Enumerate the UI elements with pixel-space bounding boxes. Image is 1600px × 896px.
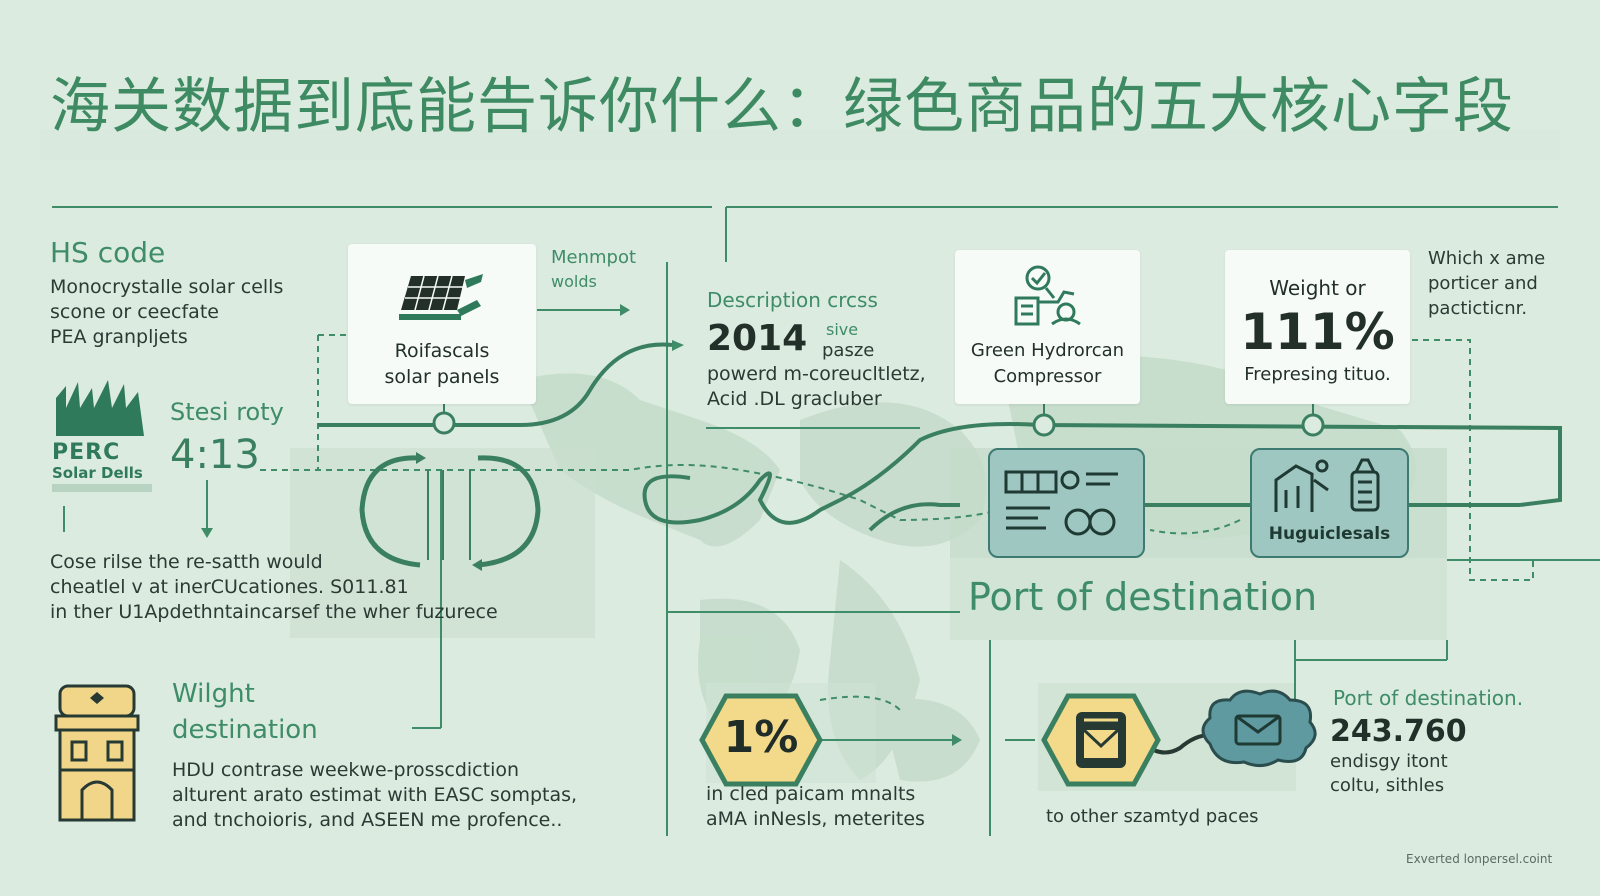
weight-sub: Frepresing tituo.	[1244, 364, 1391, 385]
port-panel	[950, 558, 1447, 640]
weight-label: Weight or	[1269, 276, 1366, 300]
document-box	[988, 448, 1145, 558]
dashed-connectors	[260, 334, 1534, 711]
hydrogen-card-line2: Compressor	[993, 366, 1102, 387]
document-icon	[1004, 470, 1118, 536]
solar-panel-icon	[399, 274, 483, 320]
weight-card: Weight or 111% Frepresing tituo.	[1225, 250, 1410, 404]
solar-card-line1: Roifascals	[394, 340, 490, 362]
flow-line	[318, 342, 1562, 532]
perc-logo: PERC Solar Dells	[52, 378, 152, 494]
mail-icon	[1041, 693, 1161, 787]
hugui-label: Huguiclesals	[1268, 524, 1391, 544]
weight-value: 111%	[1240, 303, 1395, 361]
hydrogen-card-line1: Green Hydrorcan	[970, 340, 1125, 361]
percent-text: in cled paicam mnalts aMA inNesls, meter…	[706, 783, 925, 830]
menmpot-label: Menmpot wolds	[551, 247, 637, 291]
port-heading: Port of destination	[968, 575, 1318, 619]
hs-code-text: Monocrystalle solar cells scone or ceecf…	[50, 276, 284, 348]
port-right-heading: Port of destination.	[1333, 686, 1524, 710]
hugui-box: Huguiclesals	[1250, 448, 1409, 558]
factory-chart-icon	[1274, 458, 1380, 512]
footer-credit: Exverted lonpersel.coint	[1406, 852, 1553, 866]
description-text: powerd m-coreucltletz, Acid .DL graclube…	[707, 363, 926, 410]
solar-panels-card: Roifascals solar panels	[348, 244, 536, 404]
mail-badge	[1040, 690, 1162, 790]
perc-logo-text: PERC	[52, 440, 121, 465]
connector-nodes	[432, 411, 1325, 437]
factory-icon	[56, 380, 144, 436]
solar-card-line2: solar panels	[384, 366, 500, 388]
description-value: 2014	[707, 318, 808, 359]
port-right-value: 243.760	[1330, 714, 1467, 749]
port-right-text: endisgy itont coltu, sithles	[1330, 751, 1448, 796]
cloud-mail-icon	[1196, 686, 1320, 774]
perc-logo-subtext: Solar Dells	[52, 464, 143, 482]
hydrogen-compressor-card: Green Hydrorcan Compressor	[955, 250, 1140, 404]
percent-badge: 1%	[698, 690, 824, 790]
perc-value: 4:13	[170, 432, 260, 478]
wilght-heading: Wilght destination	[172, 679, 318, 745]
guide-lines	[52, 206, 1600, 836]
to-other-text: to other szamtyd paces	[1046, 806, 1259, 827]
compressor-icon	[1014, 265, 1081, 326]
building-icon	[52, 680, 142, 834]
wilght-text: HDU contrase weekwe-prosscdiction alture…	[172, 759, 578, 831]
description-side2: pasze	[822, 340, 875, 361]
perc-label: Stesi roty	[170, 398, 284, 426]
page-title: 海关数据到底能告诉你什么：绿色商品的五大核心字段	[50, 72, 1514, 142]
cose-text: Cose rilse the re-satth would cheatlel v…	[50, 551, 498, 623]
which-text: Which x ame porticer and pacticticnr.	[1428, 248, 1546, 319]
hs-code-heading: HS code	[50, 236, 166, 269]
percent-badge-value: 1%	[723, 712, 799, 763]
loop-icon	[359, 455, 541, 568]
description-side1: sive	[826, 320, 859, 339]
description-heading: Description crcss	[707, 288, 878, 312]
hexagon-shape	[699, 693, 823, 787]
